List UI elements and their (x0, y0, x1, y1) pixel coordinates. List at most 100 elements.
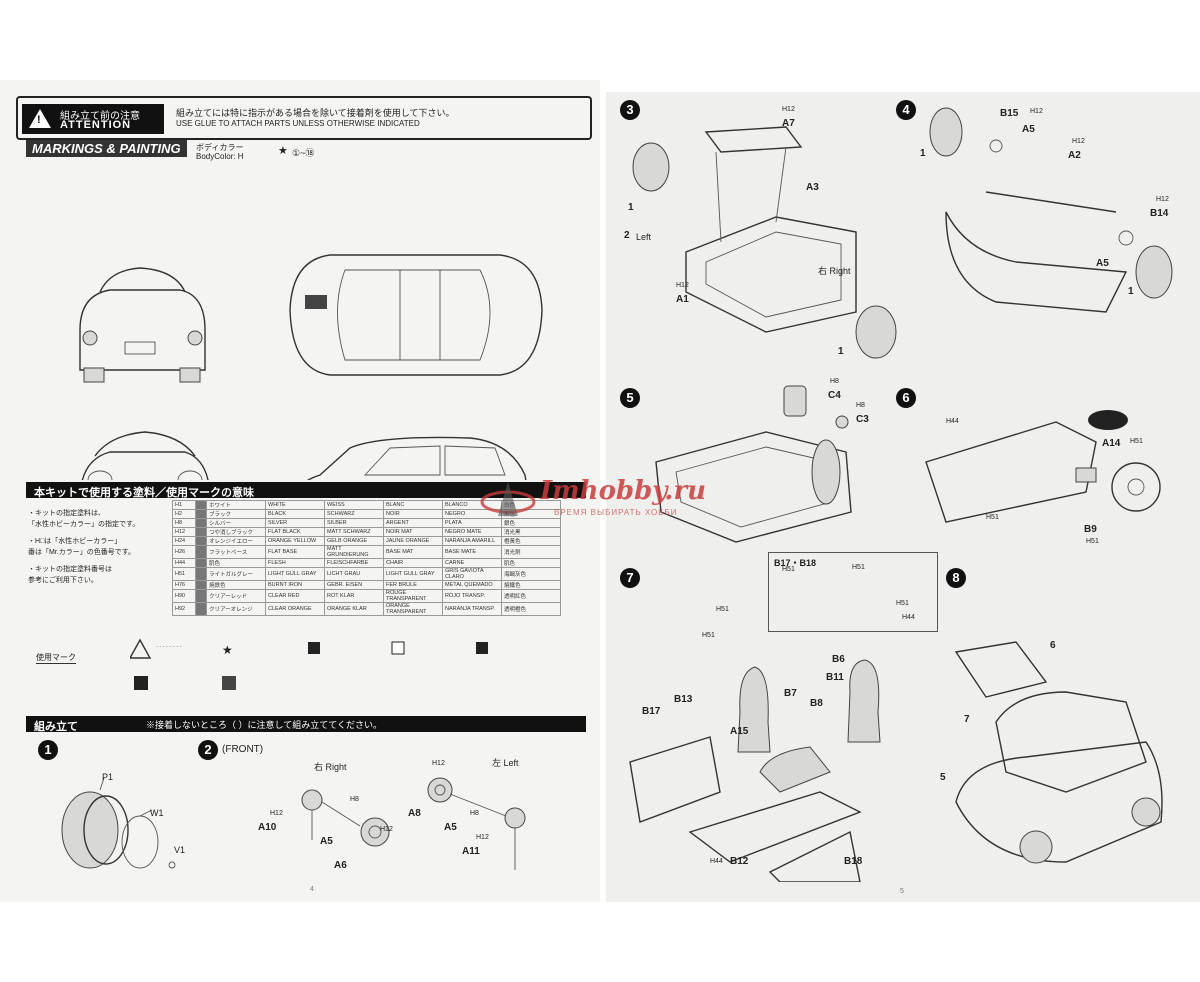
paint-label: H51 (852, 564, 865, 571)
paint-cell-code: H90 (172, 589, 196, 603)
paint-label: H51 (782, 566, 795, 573)
paint-cell-de: GEBR. EISEN (324, 580, 384, 590)
step-3-number: 3 (620, 100, 640, 120)
paint-cell-es: NARANJA AMARILL (442, 536, 502, 546)
paint-cell-jp: シルバー (206, 518, 266, 528)
paint-cell-jp: 焼鉄色 (206, 580, 266, 590)
paint-swatch (195, 500, 207, 510)
paint-cell-de: ORANGE KLAR (324, 602, 384, 616)
paint-swatch (195, 527, 207, 537)
body-color-jp: ボディカラー (196, 143, 244, 152)
paint-cell-fr: CHAIR (383, 558, 443, 568)
paint-cell-cn: 橙黃色 (501, 536, 561, 546)
part-label-c3: C3 (856, 414, 869, 425)
paint-notes: ・キットの指定塗料は、 「水性ホビーカラー」の指定です。 ・H□は「水性ホビーカ… (28, 510, 140, 584)
paint-cell-en: CLEAR ORANGE (265, 602, 325, 616)
paint-cell-jp: ブラック (206, 509, 266, 519)
car-front-view (81, 431, 209, 480)
paint-cell-code: H8 (172, 518, 196, 528)
paint-cell-en: FLAT BLACK (265, 527, 325, 537)
svg-text:★: ★ (222, 643, 233, 657)
watermark-text: Imhobby.ru (540, 476, 707, 506)
svg-text:- - - - - - - -: - - - - - - - - (156, 644, 182, 650)
step-4-number: 4 (896, 100, 916, 120)
step-3-drawing (632, 126, 897, 359)
part-label-a8: A8 (408, 808, 421, 819)
paint-cell-fr: FER BRULE (383, 580, 443, 590)
paint-swatch (195, 509, 207, 519)
paint-cell-code: H2 (172, 509, 196, 519)
attention-text-en: USE GLUE TO ATTACH PARTS UNLESS OTHERWIS… (176, 119, 420, 128)
part-label-b7: B7 (784, 688, 797, 699)
part-label-a14: A14 (1102, 438, 1121, 449)
paint-cell-de: MATT SCHWARZ (324, 527, 384, 537)
part-label-c4: C4 (828, 390, 841, 401)
step-2-number: 2 (198, 740, 218, 760)
step-8-ref-5: 5 (940, 772, 946, 783)
paint-cell-de: SCHWARZ (324, 509, 384, 519)
star-mark-ref: ①~⑱ (292, 148, 315, 158)
step-6-number: 6 (896, 388, 916, 408)
paint-section-bar: 本キットで使用する塗料／使用マークの意味 (26, 482, 586, 499)
paint-cell-en: CLEAR RED (265, 589, 325, 603)
paint-cell-cn: 燒鐵色 (501, 580, 561, 590)
watermark-sub: ВРЕМЯ ВЫБИРАТЬ ХОББИ (554, 508, 678, 517)
part-label-a11: A11 (462, 846, 480, 857)
paint-cell-cn: 透明紅色 (501, 589, 561, 603)
paint-label: H44 (710, 858, 723, 865)
part-label-1: 1 (1128, 286, 1134, 297)
paint-cell-en: FLESH (265, 558, 325, 568)
part-label-a3: A3 (806, 182, 819, 193)
paint-swatch (195, 558, 207, 568)
usage-mark-label: 使用マーク (36, 653, 76, 664)
paint-swatch (195, 545, 207, 559)
part-label-a5: A5 (1022, 124, 1035, 135)
step-5-number: 5 (620, 388, 640, 408)
part-label-1: 1 (838, 346, 844, 357)
paint-label: H12 (1156, 196, 1169, 203)
part-label-w1: W1 (150, 808, 164, 818)
paint-label: H12 (1072, 138, 1085, 145)
paint-cell-code: H26 (172, 545, 196, 559)
paint-label: H8 (350, 796, 359, 803)
paint-cell-en: BLACK (265, 509, 325, 519)
paint-label: H51 (986, 514, 999, 521)
paint-label: H8 (830, 378, 839, 385)
paint-cell-en: FLAT BASE (265, 545, 325, 559)
car-rear-view (79, 267, 206, 383)
part-label-b13: B13 (674, 694, 693, 705)
paint-cell-cn: 肌色 (501, 558, 561, 568)
step-1-number: 1 (38, 740, 58, 760)
step-4-drawing (929, 107, 1173, 313)
paint-cell-code: H24 (172, 536, 196, 546)
markings-title: MARKINGS & PAINTING (26, 140, 187, 157)
paint-cell-en: LIGHT GULL GRAY (265, 567, 325, 581)
paint-label: H51 (716, 606, 729, 613)
step-2-left-label: 左 Left (492, 758, 519, 768)
assembly-bar: 組み立て ※接着しないところ（ ）に注意して組み立ててください。 (26, 716, 586, 733)
step-8-drawing (954, 641, 1163, 864)
part-label-a1: A1 (676, 294, 689, 305)
part-label-a5-right: A5 (320, 836, 333, 847)
step-6-drawing (925, 410, 1161, 523)
step-7-drawing (629, 659, 881, 882)
paint-cell-en: ORANGE YELLOW (265, 536, 325, 546)
paint-cell-code: H44 (172, 558, 196, 568)
paint-label: H51 (896, 600, 909, 607)
paint-cell-jp: 肌色 (206, 558, 266, 568)
attention-badge: ! 組み立て前の注意 ATTENTION (22, 104, 164, 134)
paint-cell-de: FLEISCHFARBE (324, 558, 384, 568)
part-label-b6: B6 (832, 654, 845, 665)
part-label-a7: A7 (782, 118, 795, 129)
paint-cell-de: SILBER (324, 518, 384, 528)
paint-label: H44 (902, 614, 915, 621)
paint-cell-code: H51 (172, 567, 196, 581)
paint-cell-jp: クリアーレッド (206, 589, 266, 603)
part-label-2: 2 (624, 230, 630, 241)
part-label-a5-left: A5 (444, 822, 457, 833)
step-5-drawing (655, 385, 852, 543)
step-3-left-label: Left (636, 232, 652, 242)
step-1-drawing (61, 777, 176, 869)
part-label-a6: A6 (334, 860, 347, 871)
